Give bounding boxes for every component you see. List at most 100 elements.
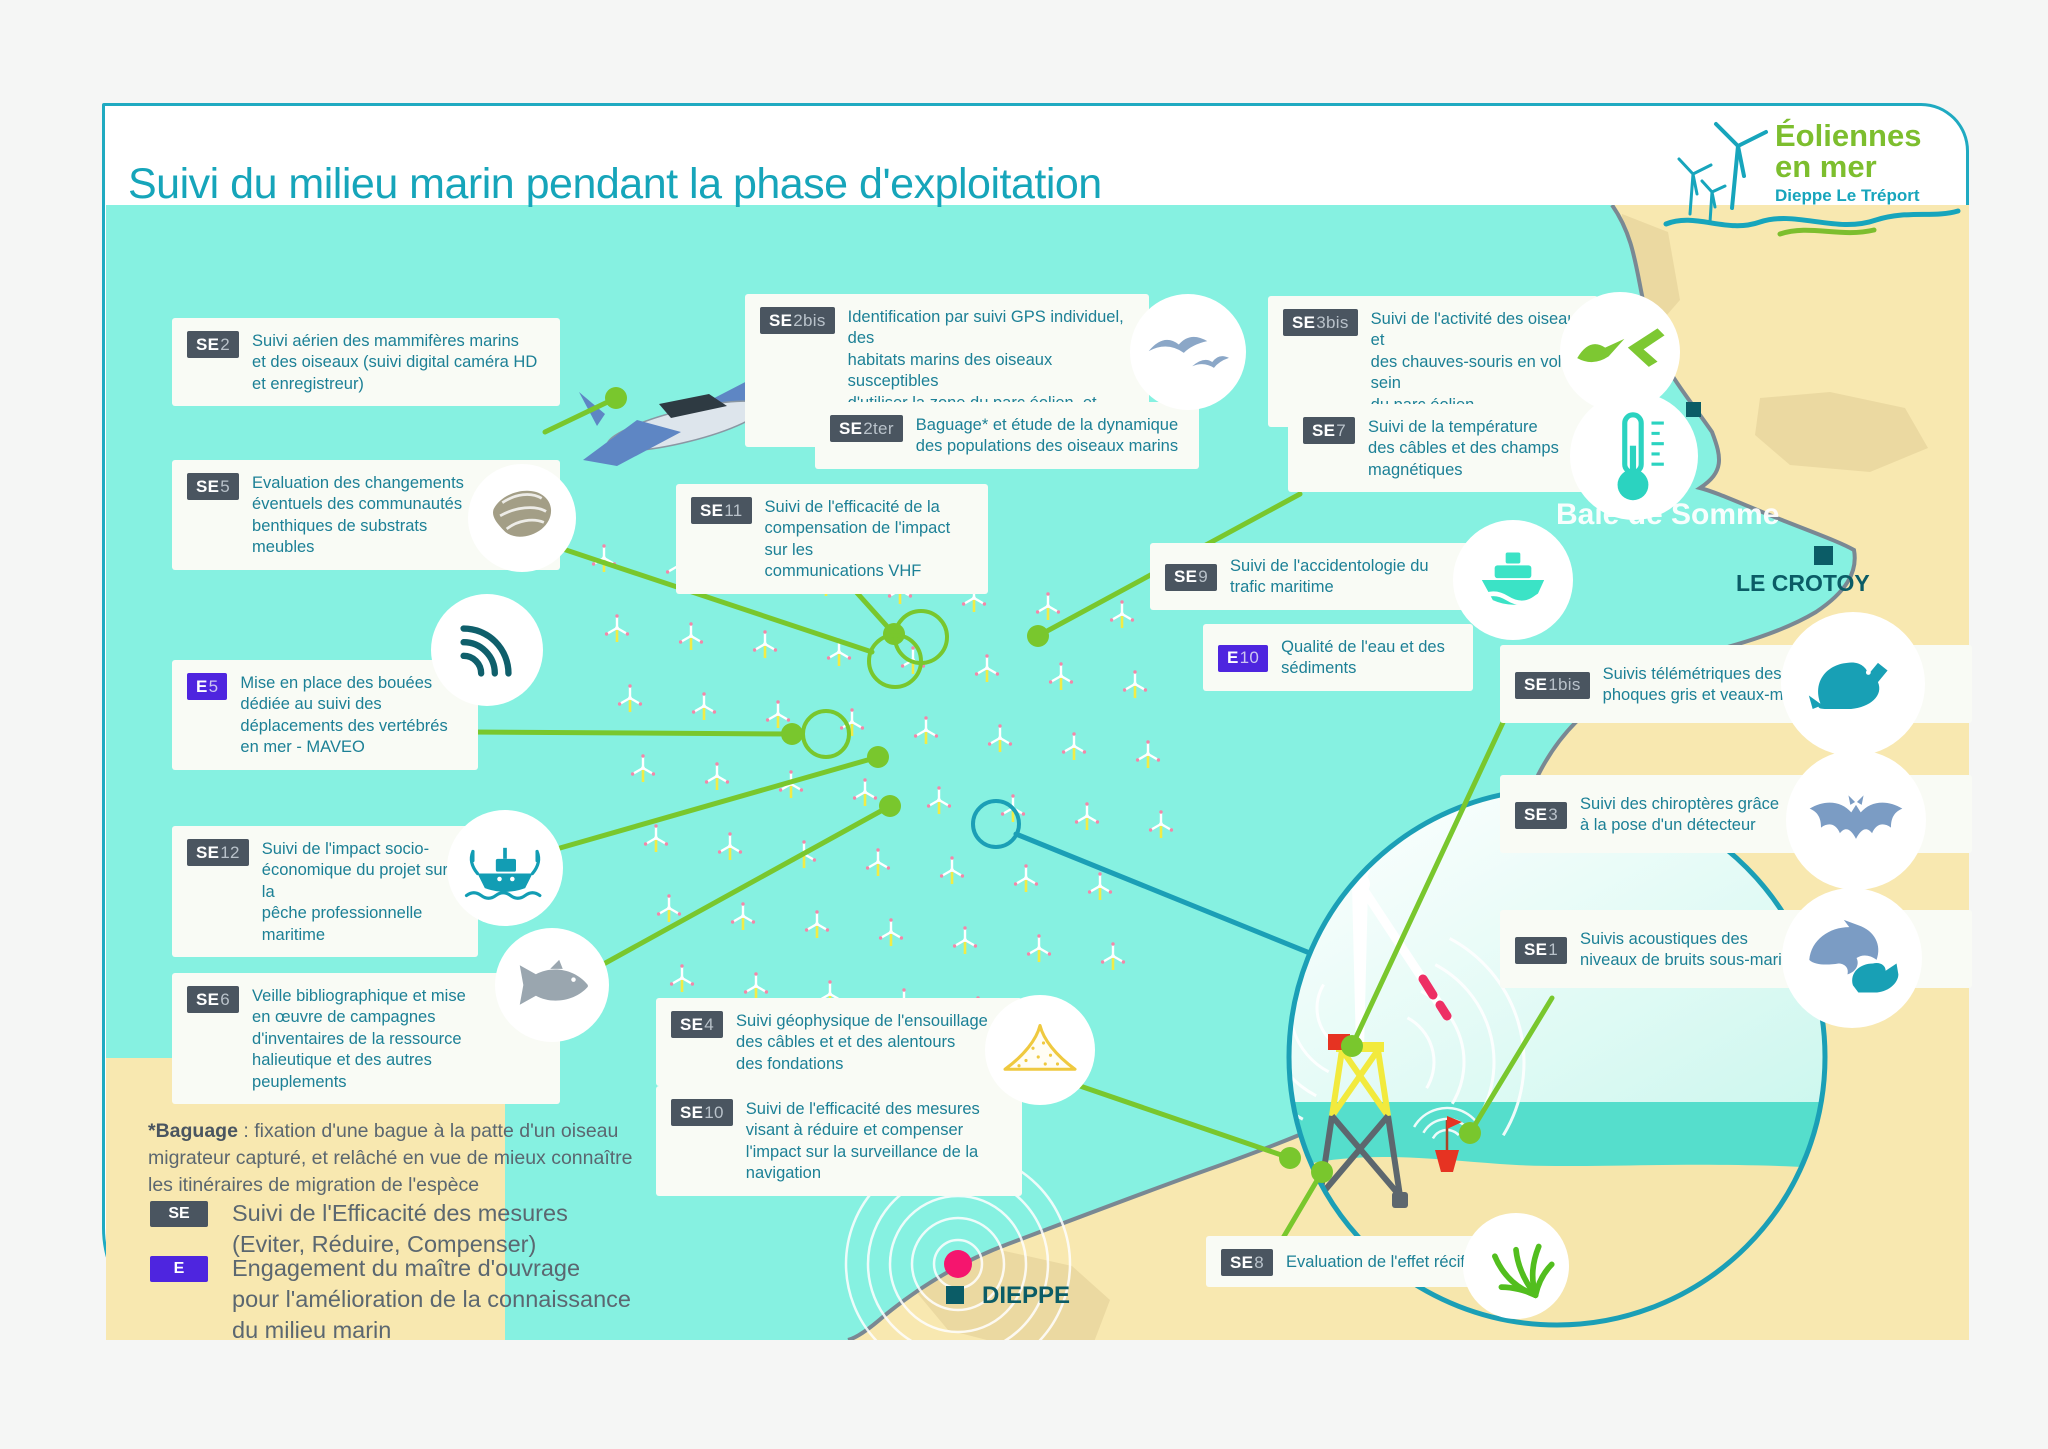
se4-icon-circle: [985, 995, 1095, 1105]
callout-se6-text: Veille bibliographique et mise en œuvre …: [252, 987, 466, 1091]
shell-icon: [493, 490, 552, 537]
seal-icon: [1808, 662, 1888, 709]
footnote-text: : fixation d'une bague à la patte d'un o…: [148, 1120, 633, 1196]
seaweed-icon: [1492, 1243, 1555, 1299]
se1-icon-circle: [1782, 888, 1922, 1028]
callout-se10-text: Suivi de l'efficacité des mesures visant…: [745, 1100, 980, 1183]
dieppe-dot-icon: [944, 1250, 972, 1278]
callout-se7-text: Suivi de la température des câbles et de…: [1368, 418, 1559, 479]
logo-line1: Éoliennes: [1775, 118, 1922, 153]
bat-icon: [1809, 795, 1903, 839]
dolphin-seal-icon: [1809, 919, 1899, 993]
legend-se-badge: SE: [150, 1201, 208, 1227]
callout-se2ter-text: Baguage* et étude de la dynamique des po…: [915, 416, 1179, 456]
sonar-buoy-icon: [460, 625, 512, 677]
teal-connector: [1013, 831, 1325, 961]
callout-se3bis-text: Suivi de l'activité des oiseaux et des c…: [1370, 310, 1585, 414]
page-title: Suivi du milieu marin pendant la phase d…: [128, 160, 1102, 208]
seagulls-icon: [1148, 336, 1229, 368]
town-square-icon: [1686, 402, 1701, 417]
flying-birds-icon: [1577, 328, 1665, 367]
brand-logo: Éoliennes en mer Dieppe Le Tréport: [1660, 112, 1965, 242]
logo-subtitle: Dieppe Le Tréport: [1775, 186, 1920, 205]
callout-se4-text: Suivi géophysique de l'ensouillage des c…: [736, 1012, 988, 1073]
ship-icon: [1478, 552, 1555, 606]
wind-farm: [591, 544, 1174, 1024]
callout-e5-text: Mise en place des bouées dédiée au suivi…: [240, 674, 448, 757]
callout-se2-text: Suivi aérien des mammifères marins et de…: [252, 332, 538, 393]
sand-pile-icon: [1003, 1023, 1077, 1071]
connector-dots-circle: [1279, 1035, 1481, 1183]
se3-icon-circle: [1786, 750, 1926, 890]
thermometer-icon: [1617, 412, 1664, 501]
se2bis-icon-circle: [1130, 294, 1246, 410]
fish-icon: [519, 959, 588, 1005]
se7-icon-circle: [1570, 392, 1698, 520]
callout-se12-text: Suivi de l'impact socio- économique du p…: [261, 840, 448, 944]
teal-highlight-circle: [971, 799, 1021, 849]
logo-turbines-icon: [1663, 122, 1961, 237]
legend-se: SE Suivi de l'Efficacité des mesures (Ev…: [150, 1198, 568, 1260]
logo-text: Éoliennes en mer Dieppe Le Tréport: [1775, 120, 1921, 204]
connector-lines-circle: [1077, 713, 1555, 1241]
dieppe-label: DIEPPE: [982, 1282, 1071, 1309]
se9-icon-circle: [1453, 520, 1573, 640]
fishing-boat-icon: [464, 847, 542, 900]
se1bis-icon-circle: [1781, 612, 1925, 756]
callout-se1-text: Suivis acoustiques des niveaux de bruits…: [1580, 929, 1800, 969]
callout-se5-text: Evaluation des changements éventuels des…: [252, 474, 464, 557]
callout-se11-text: Suivi de l'efficacité de la compensation…: [764, 498, 951, 581]
baguage-footnote: *Baguage : fixation d'une bague à la pat…: [148, 1118, 688, 1199]
logo-line2: en mer: [1775, 149, 1877, 184]
legend-e-badge: E: [150, 1256, 208, 1282]
se3bis-icon-circle: [1560, 292, 1680, 412]
callout-e10-text: Qualité de l'eau et des sédiments: [1281, 638, 1445, 678]
se12-icon-circle: [447, 810, 563, 926]
e5-icon-circle: [431, 594, 543, 706]
dieppe-square-icon: [946, 1286, 964, 1304]
town-markers: [1686, 402, 1833, 565]
callout-se8-text: Evaluation de l'effet récif: [1286, 1252, 1466, 1271]
se8-icon-circle: [1463, 1213, 1569, 1319]
se5-icon-circle: [468, 464, 576, 572]
legend-e: E Engagement du maître d'ouvrage pour l'…: [150, 1253, 631, 1346]
callout-se3-text: Suivi des chiroptères grâce à la pose d'…: [1580, 794, 1780, 834]
highlight-circles: [801, 609, 949, 759]
le-crotoy-square-icon: [1814, 546, 1833, 565]
callout-se9-text: Suivi de l'accidentologie du trafic mari…: [1230, 557, 1429, 597]
legend-se-text: Suivi de l'Efficacité des mesures (Evite…: [232, 1200, 568, 1258]
le-crotoy-label: LE CROTOY: [1736, 570, 1870, 596]
buoy-icon: [1407, 1106, 1487, 1186]
footnote-term: *Baguage: [148, 1120, 238, 1142]
se6-icon-circle: [495, 928, 609, 1042]
